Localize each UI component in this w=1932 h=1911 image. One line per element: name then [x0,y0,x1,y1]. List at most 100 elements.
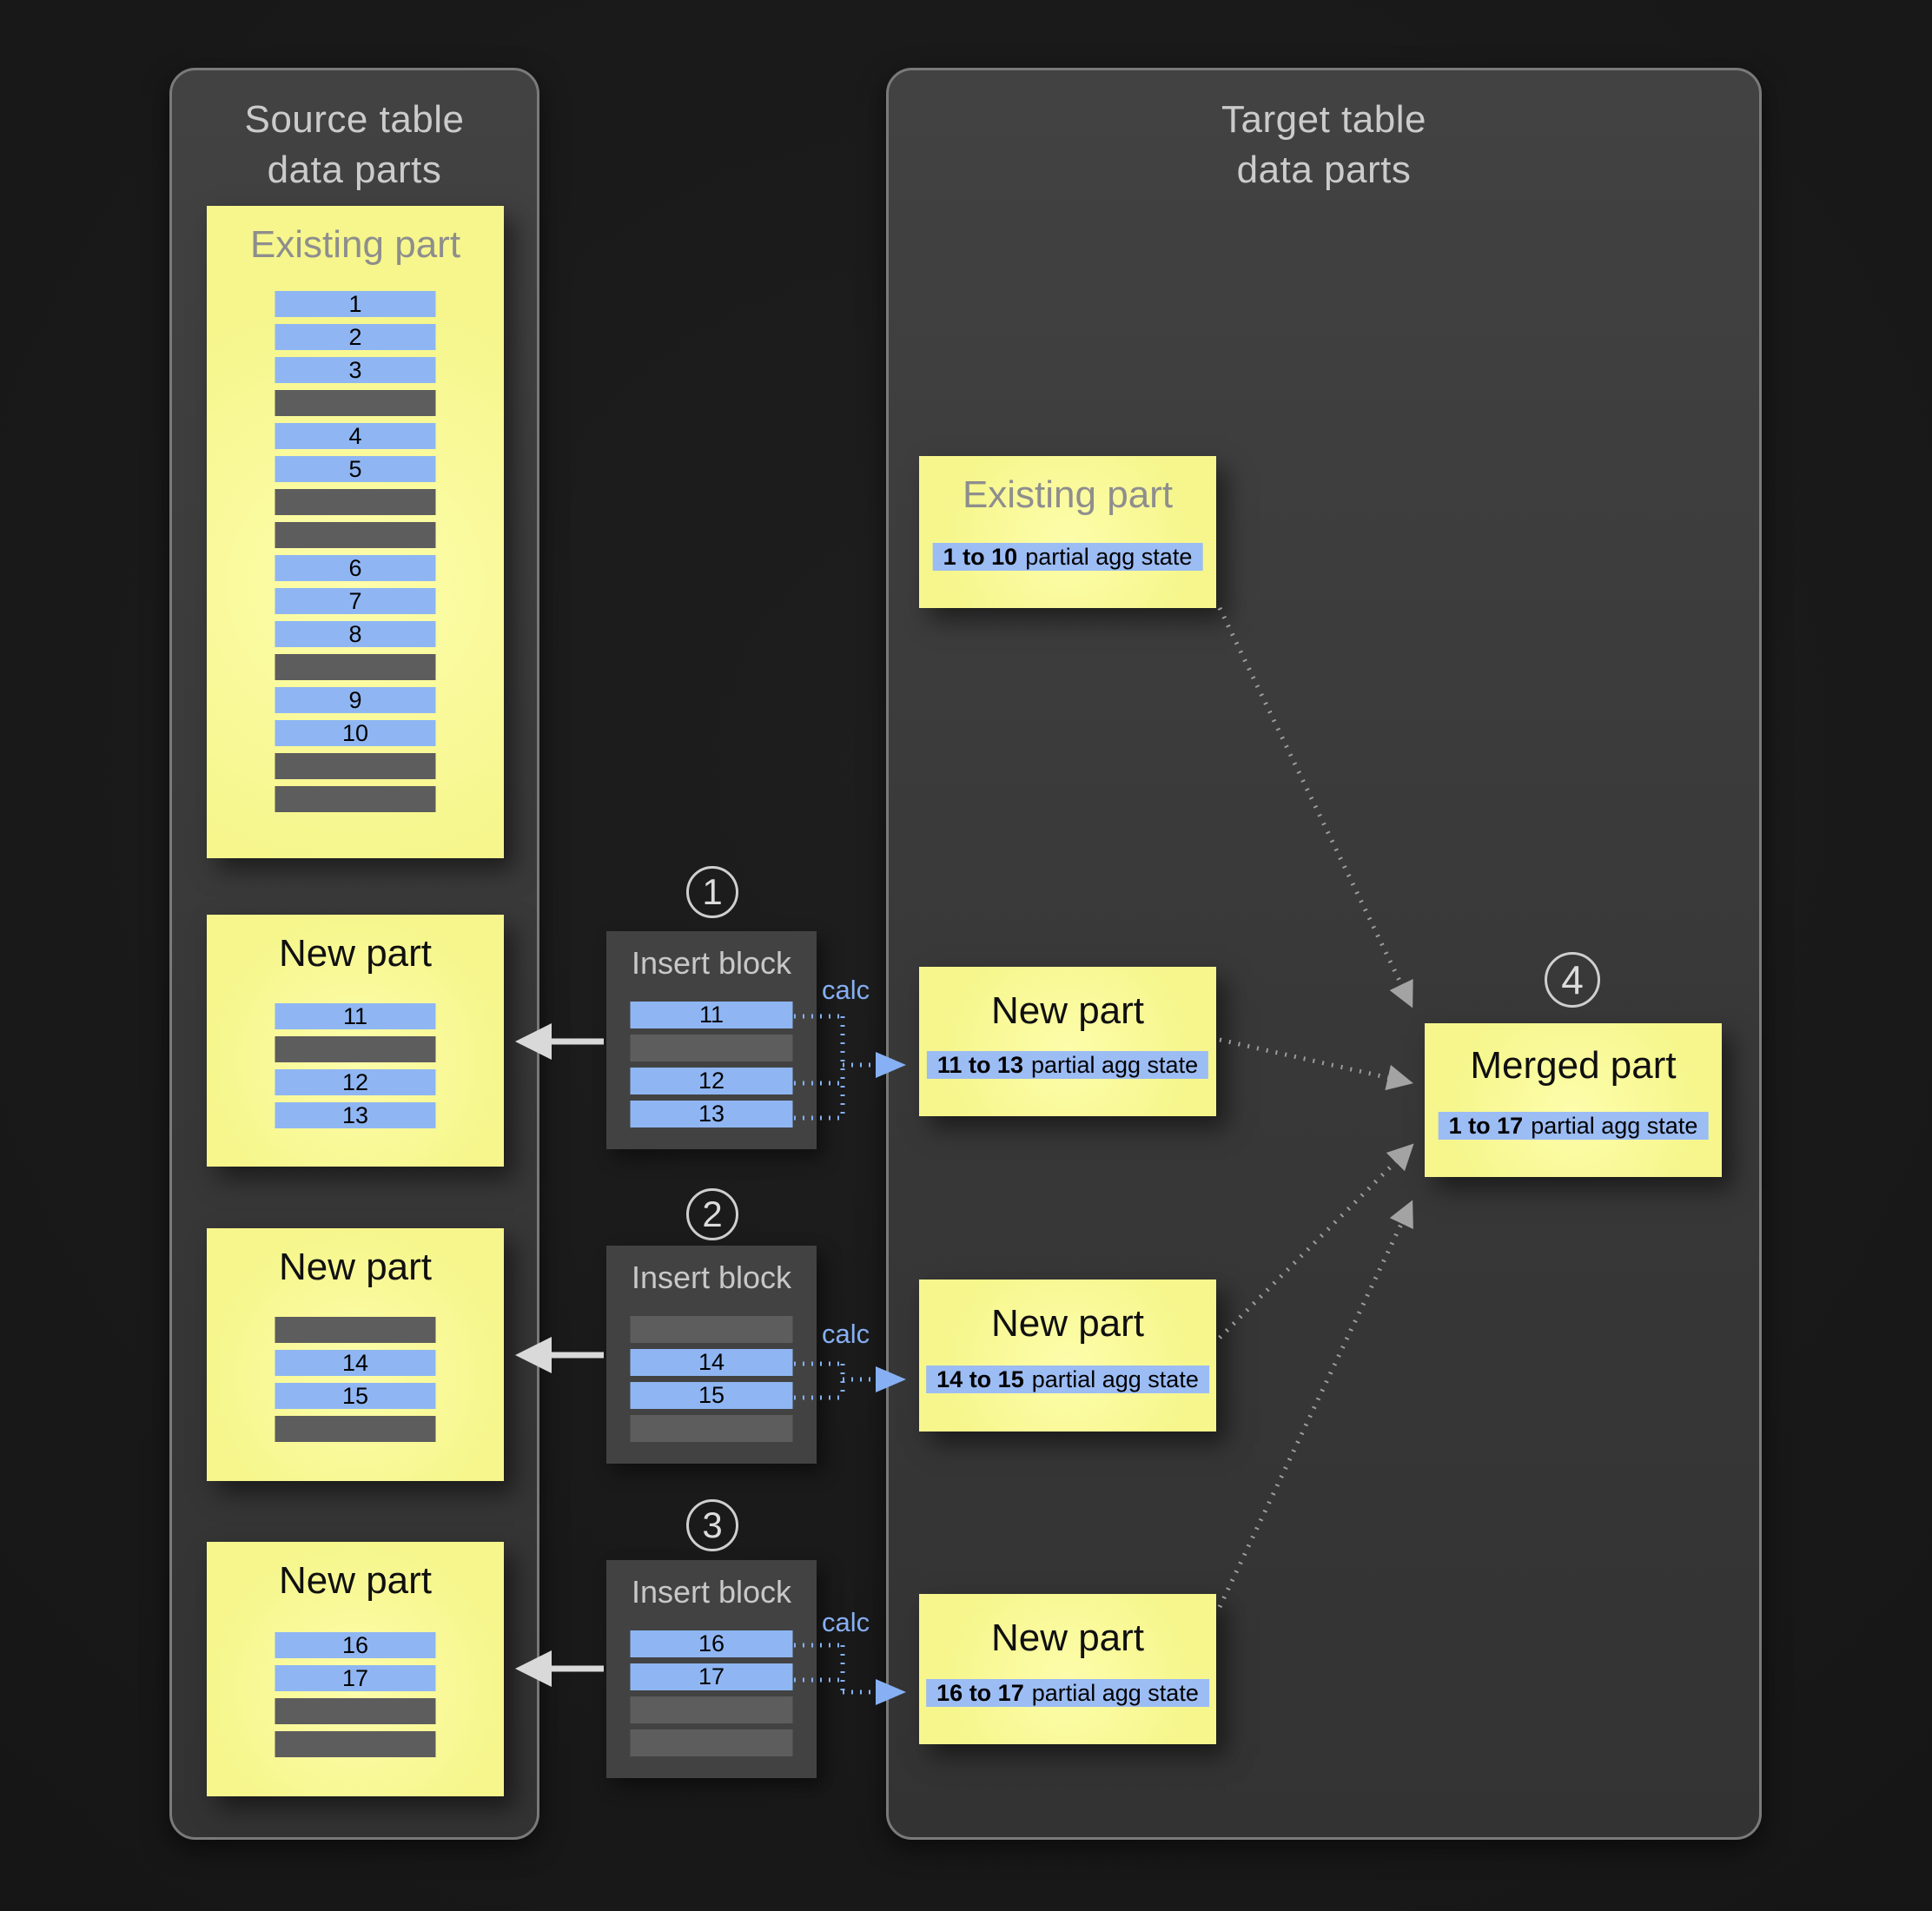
target-new-part-2: New part 14 to 15 partial agg state [919,1280,1216,1432]
target-existing-part-title: Existing part [962,473,1174,516]
target-new-part-2-title: New part [990,1302,1145,1345]
data-row: 16 [275,1632,436,1658]
step-3-badge: 3 [686,1499,738,1551]
agg-label: partial agg state [1531,1112,1698,1139]
agg-range: 11 to 13 [936,1051,1023,1078]
empty-row [275,1317,436,1343]
target-panel-title: Target table data parts [889,95,1759,195]
data-row: 13 [630,1101,793,1127]
empty-row [275,786,436,812]
agg-range: 14 to 15 [936,1365,1024,1392]
empty-row [275,522,436,548]
data-row: 7 [275,588,436,614]
insert-block-3-title: Insert block [631,1574,792,1610]
empty-row [275,1698,436,1724]
data-row: 11 [630,1002,793,1028]
data-row: 14 [630,1349,793,1376]
source-new-part-1: New part 11 12 13 [207,915,504,1167]
data-row: 12 [630,1068,793,1094]
insert-block-1-title: Insert block [631,945,792,981]
target-new-part-3-agg-state: 16 to 17 partial agg state [926,1679,1209,1707]
empty-row [275,1731,436,1757]
target-new-part-2-agg-state: 14 to 15 partial agg state [926,1365,1209,1393]
data-row: 11 [275,1003,436,1029]
source-new-part-3-title: New part [278,1559,433,1602]
empty-row [275,489,436,515]
data-row: 16 [630,1630,793,1657]
empty-row [275,390,436,416]
data-row: 1 [275,291,436,317]
source-panel-title: Source table data parts [172,95,537,195]
data-row: 2 [275,324,436,350]
target-existing-part: Existing part 1 to 10 partial agg state [919,456,1216,608]
step-2-badge: 2 [686,1188,738,1240]
source-existing-part: Existing part 1 2 3 4 5 6 7 8 9 10 [207,206,504,858]
insert-block-1-rows: 11 12 13 [630,1002,793,1127]
data-row: 14 [275,1350,436,1376]
insert-block-2-title: Insert block [631,1260,792,1295]
agg-range: 1 to 17 [1448,1112,1524,1139]
empty-row [630,1316,793,1343]
target-table-panel: Target table data parts [886,68,1762,1840]
agg-range: 16 to 17 [936,1679,1024,1706]
empty-row [630,1035,793,1061]
merged-part-title: Merged part [1470,1044,1677,1087]
step-1-badge: 1 [686,866,738,918]
calc-label-1: calc [822,975,870,1005]
data-row: 17 [630,1663,793,1690]
data-row: 8 [275,621,436,647]
calc-label-3: calc [822,1607,870,1637]
data-row: 17 [275,1665,436,1691]
data-row: 15 [630,1382,793,1409]
data-row: 15 [275,1383,436,1409]
empty-row [275,1036,436,1062]
calc-label-2: calc [822,1319,870,1349]
empty-row [275,753,436,779]
source-new-part-1-title: New part [278,932,433,975]
target-new-part-1-agg-state: 11 to 13 partial agg state [926,1051,1209,1079]
merged-part: Merged part 1 to 17 partial agg state [1425,1023,1722,1177]
empty-row [275,1416,436,1442]
agg-label: partial agg state [1030,1051,1199,1078]
source-panel-title-line1: Source table [244,98,465,141]
agg-label: partial agg state [1031,1679,1199,1706]
target-panel-title-line2: data parts [1236,149,1412,192]
source-panel-title-line2: data parts [267,149,442,192]
target-existing-part-agg-state: 1 to 10 partial agg state [932,543,1203,571]
data-row: 6 [275,555,436,581]
source-new-part-1-rows: 11 12 13 [275,1003,436,1128]
data-row: 4 [275,423,436,449]
agg-label: partial agg state [1025,543,1193,570]
target-new-part-1: New part 11 to 13 partial agg state [919,967,1216,1116]
target-new-part-1-title: New part [990,989,1145,1032]
data-row: 12 [275,1069,436,1095]
agg-label: partial agg state [1031,1365,1199,1392]
empty-row [275,654,436,680]
target-new-part-3: New part 16 to 17 partial agg state [919,1594,1216,1744]
agg-range: 1 to 10 [943,543,1018,570]
target-new-part-3-title: New part [990,1617,1145,1659]
insert-block-1: Insert block 11 12 13 [606,931,817,1149]
source-existing-part-title: Existing part [249,223,461,266]
data-row: 3 [275,357,436,383]
step-4-badge: 4 [1545,952,1600,1008]
target-panel-title-line1: Target table [1221,98,1426,141]
source-new-part-2-title: New part [278,1246,433,1288]
source-existing-part-rows: 1 2 3 4 5 6 7 8 9 10 [275,291,436,812]
data-row: 10 [275,720,436,746]
empty-row [630,1415,793,1442]
data-row: 5 [275,456,436,482]
empty-row [630,1729,793,1756]
data-row: 9 [275,687,436,713]
empty-row [630,1696,793,1723]
data-row: 13 [275,1102,436,1128]
